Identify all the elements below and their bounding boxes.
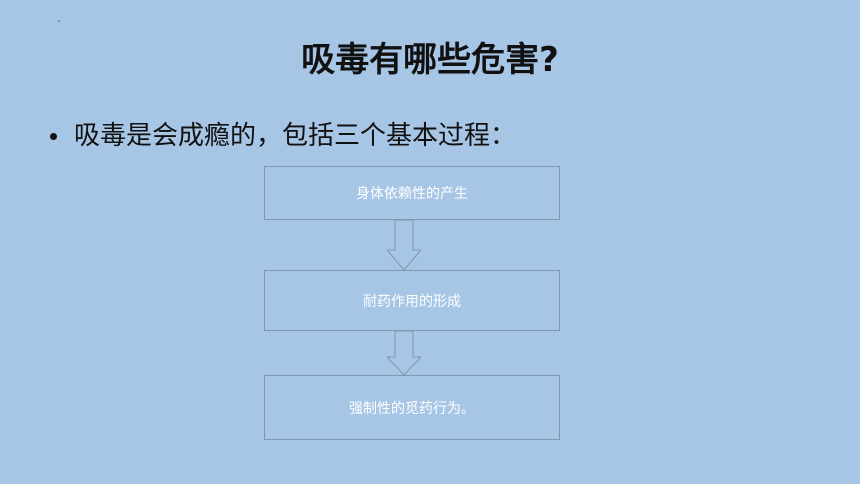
flow-step-label-1: 身体依赖性的产生 <box>356 186 468 202</box>
flow-step-box-2: 耐药作用的形成 <box>264 270 560 331</box>
flow-step-label-2: 耐药作用的形成 <box>363 293 461 310</box>
flow-step-box-3: 强制性的觅药行为。 <box>264 375 560 440</box>
flow-step-label-3: 强制性的觅药行为。 <box>349 400 475 417</box>
bullet-text: 吸毒是会成瘾的，包括三个基本过程： <box>74 121 517 151</box>
down-arrow-icon <box>387 220 421 270</box>
down-arrow-icon <box>387 331 421 375</box>
corner-dot-mark <box>58 20 60 22</box>
bullet-item: 吸毒是会成瘾的，包括三个基本过程： <box>50 116 516 156</box>
flow-step-box-1: 身体依赖性的产生 <box>264 166 560 220</box>
bullet-dot-icon <box>50 132 57 140</box>
slide-title: 吸毒有哪些危害? <box>301 40 559 80</box>
